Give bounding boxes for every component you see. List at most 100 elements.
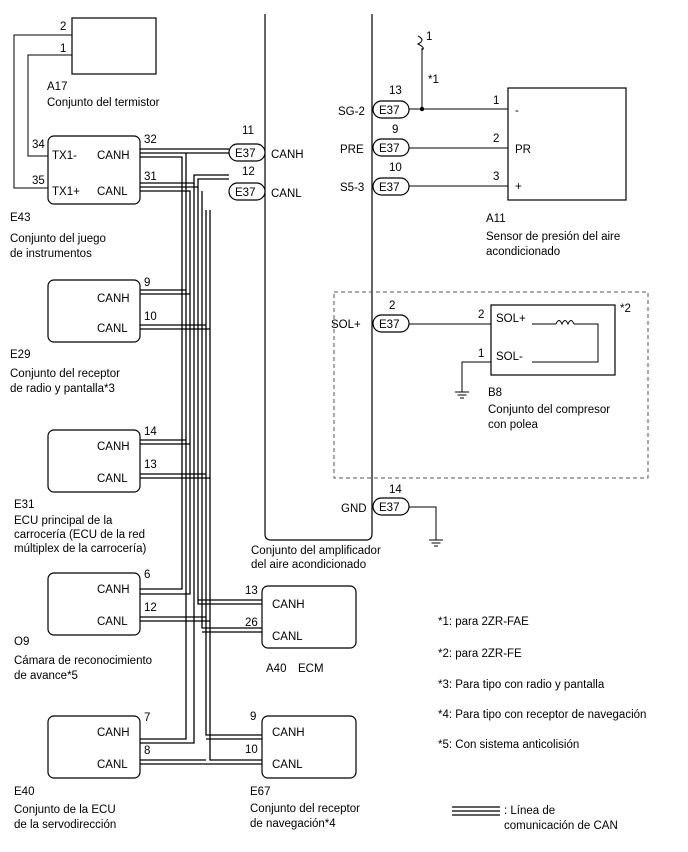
svg-text:CANL: CANL bbox=[97, 616, 128, 628]
svg-text:13: 13 bbox=[389, 85, 402, 97]
e29-id: E29 bbox=[10, 349, 30, 361]
e43-pin-31: 31 bbox=[144, 171, 157, 183]
amplifier-label-2: del aire acondicionado bbox=[251, 559, 366, 571]
o9-box bbox=[47, 572, 141, 636]
e43-pin-34: 34 bbox=[32, 139, 45, 151]
e67-name: Conjunto del receptor bbox=[250, 803, 360, 815]
e43-pin-32: 32 bbox=[144, 134, 157, 146]
e29-name: Conjunto del receptor bbox=[10, 368, 120, 380]
a11-term-plus: + bbox=[515, 181, 522, 193]
a17-id: A17 bbox=[47, 81, 67, 93]
svg-text:E37: E37 bbox=[379, 182, 399, 194]
e40-id: E40 bbox=[14, 786, 34, 798]
e40-name: Conjunto de la ECU bbox=[14, 804, 116, 816]
b8-term-solp: SOL+ bbox=[496, 313, 526, 325]
amp-canh-label: CANH bbox=[271, 149, 304, 161]
o9-pin-canh: 6 bbox=[144, 569, 150, 581]
solenoid-coil bbox=[555, 320, 575, 326]
note-5: *5: Con sistema anticolisión bbox=[438, 739, 579, 751]
amplifier-label: Conjunto del amplificador bbox=[251, 545, 381, 557]
legend-label: : Línea de bbox=[504, 805, 555, 817]
a17-wire-1 bbox=[27, 54, 72, 157]
a17-box bbox=[71, 17, 157, 75]
b8-ground-wire bbox=[461, 361, 491, 380]
e43-canh: CANH bbox=[97, 150, 130, 162]
e43-pin-35: 35 bbox=[32, 175, 45, 187]
svg-text:14: 14 bbox=[389, 484, 402, 496]
e31-box bbox=[47, 429, 141, 493]
e43-tx1m: TX1- bbox=[52, 150, 77, 162]
connector-e37-canh bbox=[228, 143, 266, 162]
svg-text:CANH: CANH bbox=[97, 441, 130, 453]
a40-id: A40 bbox=[266, 663, 286, 675]
svg-text:CANL: CANL bbox=[272, 759, 303, 771]
svg-text:CANH: CANH bbox=[97, 584, 130, 596]
b8-internal-wire bbox=[532, 323, 599, 363]
shield-mark: 1 bbox=[426, 31, 432, 43]
amp-gnd-label: GND bbox=[341, 503, 367, 515]
svg-text:E37: E37 bbox=[235, 148, 255, 160]
b8-box bbox=[490, 304, 616, 376]
e31-id: E31 bbox=[14, 499, 34, 511]
b8-name-2: con polea bbox=[488, 419, 538, 431]
svg-text:E37: E37 bbox=[379, 502, 399, 514]
note-3: *3: Para tipo con radio y pantalla bbox=[438, 679, 605, 691]
a11-box bbox=[507, 87, 627, 201]
a11-name: Sensor de presión del aire bbox=[486, 231, 620, 243]
amp-ground-symbol bbox=[428, 527, 444, 547]
a40-box bbox=[261, 585, 357, 649]
e43-name-2: de instrumentos bbox=[10, 248, 92, 260]
e40-box bbox=[47, 715, 141, 779]
amp-sg2-label: SG-2 bbox=[338, 106, 365, 118]
a40-name: ECM bbox=[298, 663, 324, 675]
junction-dot bbox=[419, 106, 425, 112]
o9-name-2: de avance*5 bbox=[14, 670, 78, 682]
o9-id: O9 bbox=[14, 636, 29, 648]
e31-name: ECU principal de la bbox=[14, 515, 113, 527]
can-bus-lines bbox=[140, 148, 262, 765]
svg-text:1: 1 bbox=[478, 348, 484, 360]
a11-term-pr: PR bbox=[515, 144, 531, 156]
a17-wire-2 bbox=[13, 34, 72, 189]
e67-id: E67 bbox=[250, 786, 270, 798]
e67-box bbox=[261, 715, 357, 779]
svg-text:2: 2 bbox=[478, 309, 484, 321]
b8-name: Conjunto del compresor bbox=[488, 404, 610, 416]
b8-term-solm: SOL- bbox=[496, 351, 523, 363]
note-1: *1: para 2ZR-FAE bbox=[438, 616, 529, 628]
e31-name-2: carrocería (ECU de la red bbox=[14, 529, 145, 541]
svg-text:CANL: CANL bbox=[272, 631, 303, 643]
svg-text:3: 3 bbox=[493, 171, 499, 183]
svg-text:1: 1 bbox=[493, 95, 499, 107]
svg-text:10: 10 bbox=[389, 162, 402, 174]
svg-text:CANH: CANH bbox=[272, 599, 305, 611]
svg-text:2: 2 bbox=[493, 133, 499, 145]
e31-pin-canh: 14 bbox=[144, 426, 157, 438]
shield-break-mark bbox=[416, 35, 424, 51]
e31-pin-canl: 13 bbox=[144, 459, 157, 471]
note-2: *2: para 2ZR-FE bbox=[438, 648, 522, 660]
e43-id: E43 bbox=[10, 212, 30, 224]
e40-pin-canh: 7 bbox=[144, 712, 150, 724]
amp-canl-label: CANL bbox=[271, 188, 302, 200]
svg-text:9: 9 bbox=[392, 124, 398, 136]
e29-name-2: de radio y pantalla*3 bbox=[10, 383, 115, 395]
svg-text:CANL: CANL bbox=[97, 323, 128, 335]
e29-pin-canl: 10 bbox=[144, 311, 157, 323]
b8-mark: *2 bbox=[620, 303, 631, 315]
a17-pin-1: 1 bbox=[60, 43, 66, 55]
amplifier-box bbox=[264, 14, 373, 541]
svg-text:E37: E37 bbox=[379, 105, 399, 117]
variant-region-2 bbox=[333, 291, 649, 479]
svg-text:CANH: CANH bbox=[97, 293, 130, 305]
e67-name-2: de navegación*4 bbox=[250, 818, 336, 830]
a11-id: A11 bbox=[486, 213, 506, 225]
amp-s53-label: S5-3 bbox=[340, 182, 364, 194]
amp-pin-11: 11 bbox=[242, 125, 254, 137]
note-4: *4: Para tipo con receptor de navegación bbox=[438, 709, 646, 721]
e40-pin-canl: 8 bbox=[144, 745, 150, 757]
e29-box bbox=[47, 279, 141, 343]
svg-text:E37: E37 bbox=[379, 319, 399, 331]
